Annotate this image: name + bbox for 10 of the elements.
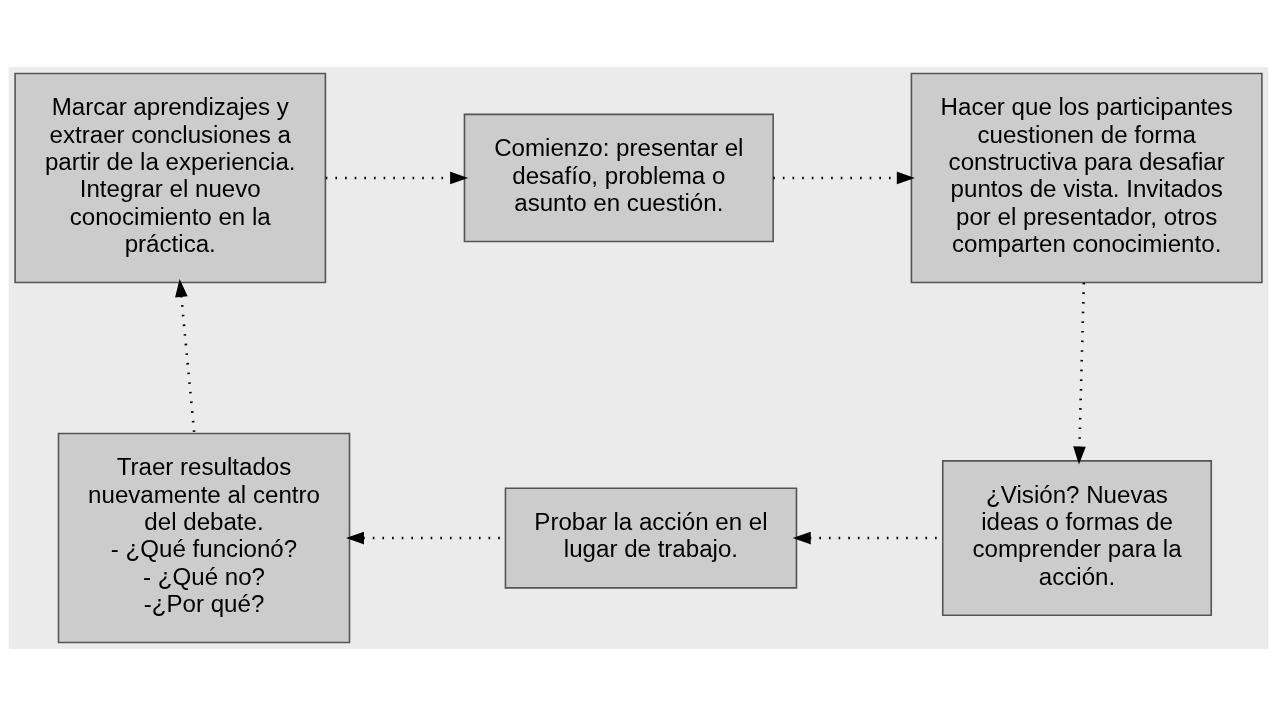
arrow [773, 171, 915, 185]
node-box: Hacer que los participantes cuestionen de forma constructiva para desafiar puntos de vista. Invitados por el presentador, otros comparten conocimiento. [910, 72, 1263, 284]
arrow [175, 278, 196, 434]
node-box: Marcar aprendizajes y extraer conclusiones a partir de la experiencia. Integrar el nuevo conocimiento en la práctica. [14, 72, 327, 284]
node-box: Comienzo: presentar el desafío, problema o asunto en cuestión. [463, 113, 774, 243]
arrow [325, 171, 469, 185]
node-box: Traer resultados nuevamente al centro del debate. - ¿Qué funcionó? - ¿Qué no? -¿Por qué? [57, 432, 351, 644]
node-box: Probar la acción en el lugar de trabajo. [504, 487, 798, 589]
node-box: ¿Visión? Nuevas ideas o formas de comprender para la acción. [941, 460, 1213, 617]
arrow [1073, 282, 1086, 465]
